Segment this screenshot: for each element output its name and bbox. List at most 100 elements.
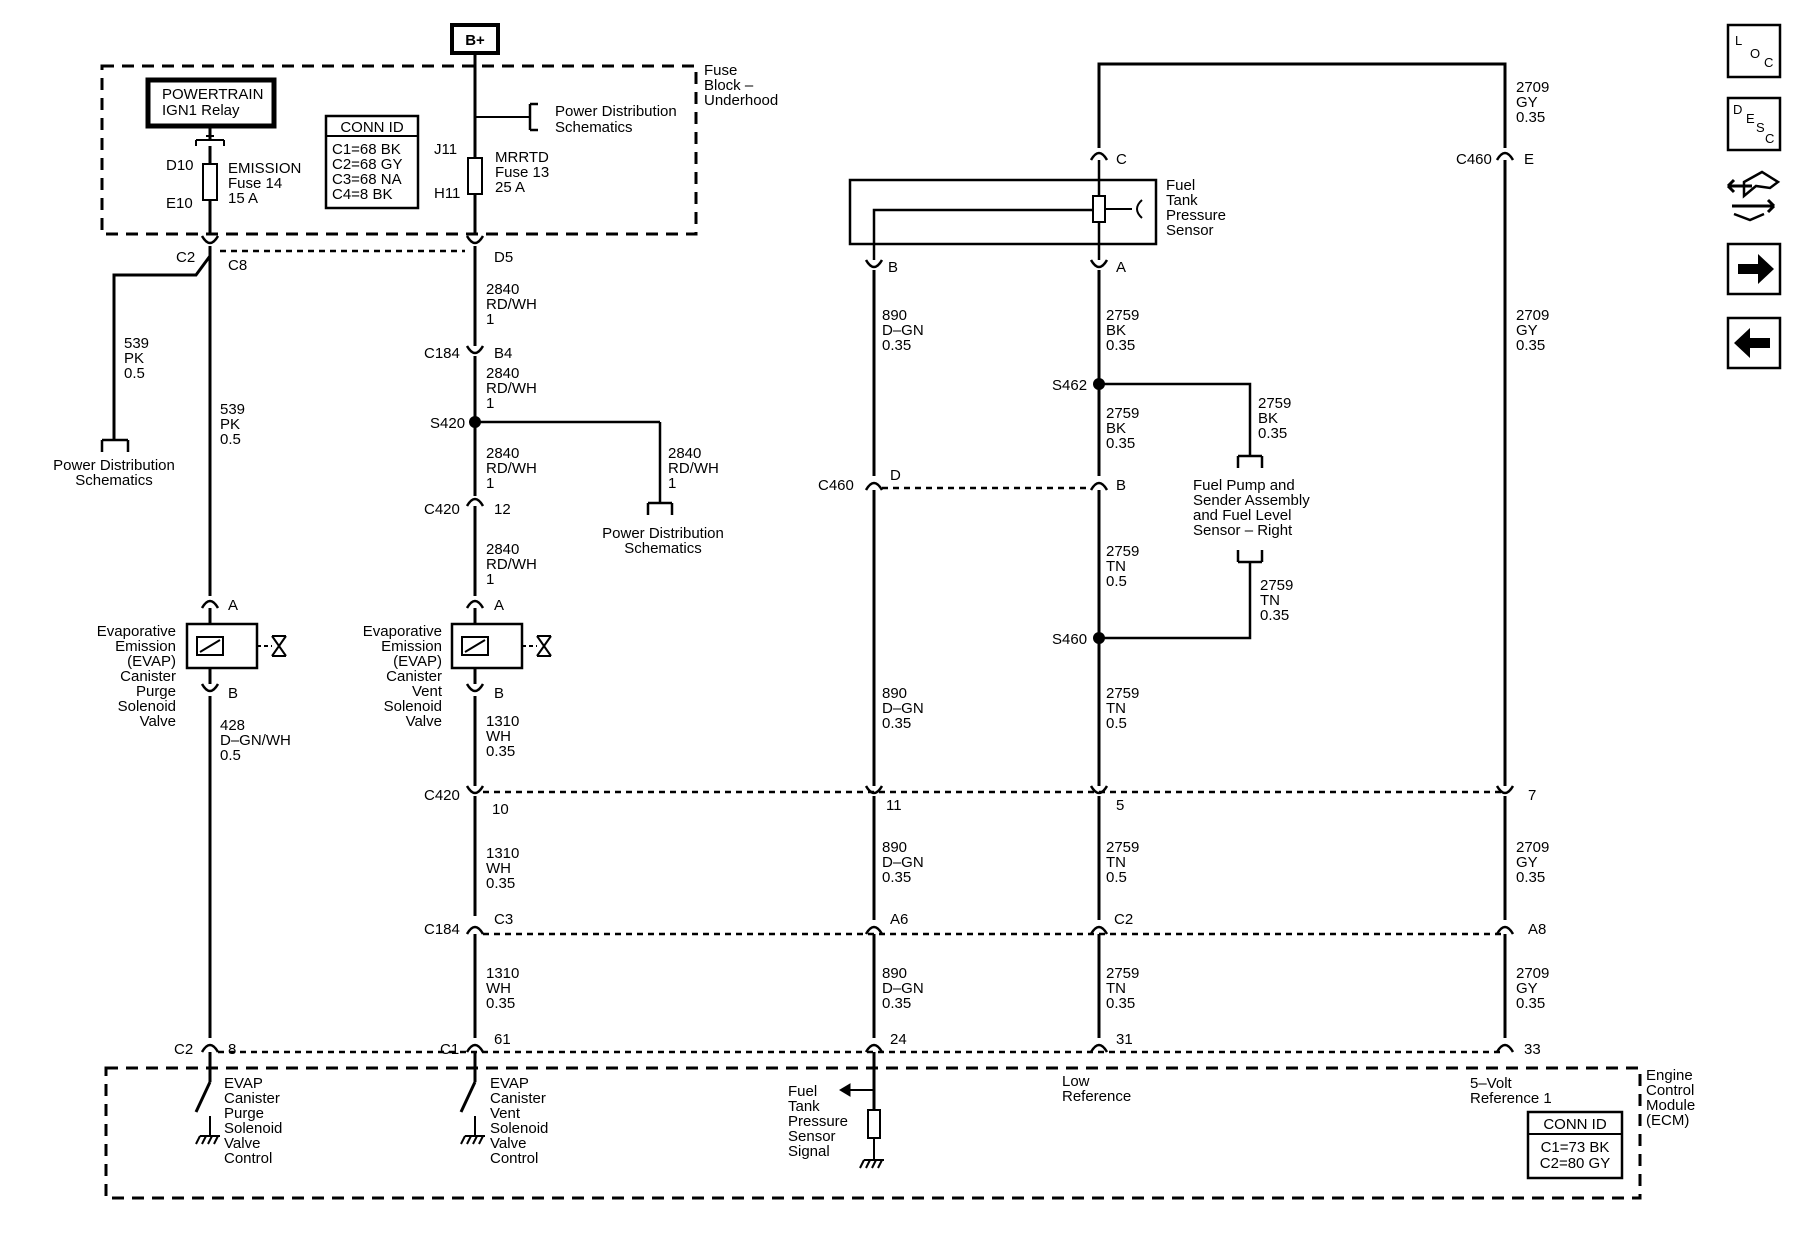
svg-text:Fuel: Fuel [788,1083,817,1100]
fuel-sensor-label: Fuel Tank Pressure Sensor [1166,177,1226,239]
svg-text:S: S [1756,120,1765,135]
svg-text:Fuse: Fuse [704,62,737,79]
back-arrow-icon[interactable] [1726,316,1782,370]
conn-c460-right-label: C460 [1456,151,1492,168]
svg-text:C2=68 GY: C2=68 GY [332,156,402,173]
svg-text:(ECM): (ECM) [1646,1112,1689,1129]
pin-c2-lower-label: C2 [1114,911,1133,928]
wire-2709-c: 2709 GY 0.35 [1516,839,1549,886]
svg-text:IGN1 Relay: IGN1 Relay [162,102,240,119]
svg-text:and Fuel Level: and Fuel Level [1193,507,1291,524]
svg-text:CONN ID: CONN ID [340,119,404,136]
pds-top-label: Power Distribution Schematics [555,103,677,136]
svg-text:Evaporative: Evaporative [97,623,176,640]
splice-s460 [1093,632,1105,644]
svg-text:Tank: Tank [788,1098,820,1115]
svg-text:0.35: 0.35 [486,743,515,760]
svg-text:Control: Control [1646,1082,1694,1099]
svg-text:0.35: 0.35 [1516,337,1545,354]
svg-text:0.35: 0.35 [882,715,911,732]
svg-text:GY: GY [1516,322,1538,339]
svg-text:1: 1 [486,571,494,588]
svg-text:EVAP: EVAP [224,1075,263,1092]
svg-text:Valve: Valve [224,1135,260,1152]
svg-text:D–GN: D–GN [882,322,924,339]
wire-2709-d: 2709 GY 0.35 [1516,965,1549,1012]
emission-fuse-label: D10 E10 EMISSION Fuse 14 15 A [166,157,301,212]
loc-button[interactable]: L O C [1726,23,1782,79]
conn-id-ecm: CONN ID C1=73 BK C2=80 GY [1526,1110,1624,1180]
wire-2759-g: 2759 TN 0.5 [1106,839,1139,886]
svg-text:1: 1 [486,311,494,328]
wire-1310-a: 1310 WH 0.35 [486,713,519,760]
svg-text:2759: 2759 [1106,965,1139,982]
svg-text:RD/WH: RD/WH [486,296,537,313]
svg-text:2709: 2709 [1516,839,1549,856]
wire-2709-b: 2709 GY 0.35 [1516,307,1549,354]
svg-text:Sensor: Sensor [788,1128,836,1145]
svg-text:Schematics: Schematics [75,472,153,489]
pin-7-label: 7 [1528,787,1536,804]
conn-c420-lower-label: C420 [424,787,460,804]
svg-text:2840: 2840 [486,281,519,298]
sensor-pin-c-label: C [1116,151,1127,168]
splice-s420 [469,416,481,428]
svg-text:0.35: 0.35 [882,869,911,886]
purge-pin-a-label: A [228,597,238,614]
svg-text:D–GN: D–GN [882,700,924,717]
splice-s462-label: S462 [1052,377,1087,394]
svg-text:Emission: Emission [115,638,176,655]
conn-c1-ecm-label: C1 [440,1041,459,1058]
svg-text:Low: Low [1062,1073,1090,1090]
pin-d5-label: D5 [494,249,513,266]
pin-d-label: D [890,467,901,484]
conn-c460-mid-label: C460 [818,477,854,494]
five-volt-reference-label: 5–Volt Reference 1 [1470,1075,1552,1107]
wire-539-b: 539 PK 0.5 [220,401,245,448]
svg-text:C4=8 BK: C4=8 BK [332,186,392,203]
conn-id-fuse: CONN ID C1=68 BK C2=68 GY C3=68 NA C4=8 … [332,119,404,203]
svg-text:Vent: Vent [490,1105,521,1122]
svg-text:890: 890 [882,839,907,856]
wire-2759-d: 2759 TN 0.5 [1106,543,1139,590]
pin-c3-label: C3 [494,911,513,928]
svg-text:J11: J11 [434,141,457,158]
svg-text:Sender Assembly: Sender Assembly [1193,492,1310,509]
svg-text:Power Distribution: Power Distribution [555,103,677,120]
svg-text:0.35: 0.35 [1258,425,1287,442]
pds-mid-label: Power Distribution Schematics [602,525,724,557]
wire-1310-c: 1310 WH 0.35 [486,965,519,1012]
svg-text:GY: GY [1516,980,1538,997]
svg-text:Module: Module [1646,1097,1695,1114]
svg-text:1: 1 [486,475,494,492]
svg-text:TN: TN [1106,700,1126,717]
svg-text:0.35: 0.35 [486,995,515,1012]
svg-text:2840: 2840 [486,445,519,462]
next-arrow-icon[interactable] [1726,242,1782,296]
svg-text:Solenoid: Solenoid [384,698,442,715]
svg-text:TN: TN [1260,592,1280,609]
svg-text:C: C [1764,55,1773,70]
svg-text:0.5: 0.5 [124,365,145,382]
svg-text:EVAP: EVAP [490,1075,529,1092]
desc-button[interactable]: D E S C [1726,96,1782,152]
svg-text:1310: 1310 [486,713,519,730]
svg-text:0.35: 0.35 [1516,109,1545,126]
svg-text:D–GN/WH: D–GN/WH [220,732,291,749]
svg-text:Canister: Canister [120,668,176,685]
swap-icon[interactable] [1726,170,1781,222]
wire-2759-e: 2759 TN 0.35 [1260,577,1293,624]
svg-text:0.5: 0.5 [1106,715,1127,732]
wire-2759-a: 2759 BK 0.35 [1106,307,1139,354]
pin-a6-label: A6 [890,911,908,928]
svg-text:Power Distribution: Power Distribution [53,457,175,474]
svg-text:25 A: 25 A [495,179,525,196]
pin-31-label: 31 [1116,1031,1133,1048]
sensor-pin-a-label: A [1116,259,1126,276]
svg-text:Control: Control [490,1150,538,1167]
svg-text:(EVAP): (EVAP) [393,653,442,670]
pin-b-c460-label: B [1116,477,1126,494]
svg-text:0.35: 0.35 [882,995,911,1012]
svg-text:0.35: 0.35 [1106,995,1135,1012]
